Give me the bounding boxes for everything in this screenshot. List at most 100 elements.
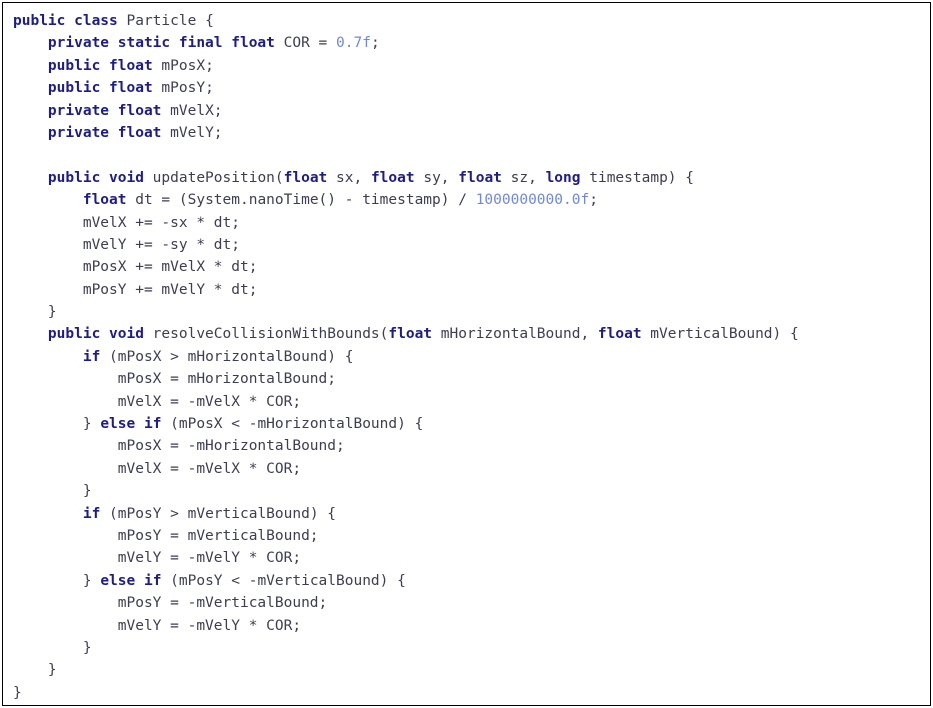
code-token-plain: mPosY += mVelY * dt; bbox=[13, 281, 258, 298]
code-line: private float mVelX; bbox=[13, 100, 926, 122]
code-token-plain: updatePosition( bbox=[143, 169, 284, 186]
code-token-plain: } bbox=[13, 639, 92, 656]
code-token-plain bbox=[13, 35, 48, 51]
code-token-plain: sx, bbox=[327, 169, 371, 186]
code-token-plain: sz, bbox=[501, 169, 546, 186]
code-token-keyword: if bbox=[82, 348, 101, 365]
code-line: mPosY = mVerticalBound; bbox=[13, 525, 926, 547]
code-block: public class Particle { private static f… bbox=[13, 10, 926, 704]
code-line: } bbox=[13, 480, 926, 502]
code-token-plain: timestamp) { bbox=[580, 169, 694, 186]
code-token-plain: (mPosX < -mHorizontalBound) { bbox=[161, 416, 424, 433]
code-token-plain: mVelY += -sy * dt; bbox=[13, 236, 240, 253]
code-token-keyword: else if bbox=[100, 572, 162, 589]
code-token-keyword: public class bbox=[13, 13, 118, 29]
code-token-plain: mVerticalBound) { bbox=[641, 326, 799, 343]
code-token-plain: } bbox=[13, 483, 92, 500]
code-token-plain: mVelX += -sx * dt; bbox=[13, 214, 240, 231]
code-line: mPosX = -mHorizontalBound; bbox=[13, 435, 926, 457]
code-token-keyword: else if bbox=[100, 416, 162, 433]
code-token-plain: mPosY = mVerticalBound; bbox=[13, 527, 319, 544]
code-line: mVelX += -sx * dt; bbox=[13, 212, 926, 234]
code-token-keyword: public float bbox=[47, 57, 153, 74]
code-token-keyword: float bbox=[283, 169, 328, 186]
code-token-plain: mHorizontalBound, bbox=[432, 326, 598, 343]
code-line: if (mPosX > mHorizontalBound) { bbox=[13, 346, 926, 368]
code-token-plain: (mPosY > mVerticalBound) { bbox=[100, 505, 337, 522]
code-token-plain: (mPosX > mHorizontalBound) { bbox=[100, 348, 354, 365]
code-token-plain: mVelY; bbox=[161, 124, 223, 141]
code-token-plain: mPosX = mHorizontalBound; bbox=[13, 371, 337, 388]
code-line: private float mVelY; bbox=[13, 122, 926, 144]
code-line: mPosX += mVelX * dt; bbox=[13, 256, 926, 278]
code-token-plain: } bbox=[13, 304, 57, 321]
code-token-plain: mPosY; bbox=[152, 80, 214, 97]
code-token-number: 0.7f bbox=[336, 35, 371, 52]
code-token-keyword: float bbox=[388, 326, 433, 343]
code-token-plain: mVelY = -mVelY * COR; bbox=[13, 617, 302, 634]
code-token-keyword: float bbox=[458, 169, 502, 186]
code-token-plain: mVelY = -mVelY * COR; bbox=[13, 550, 302, 567]
code-token-plain: Particle { bbox=[117, 13, 214, 29]
code-token-plain bbox=[13, 349, 83, 365]
code-token-plain: mVelX = -mVelX * COR; bbox=[13, 460, 302, 477]
code-token-plain: resolveCollisionWithBounds( bbox=[143, 326, 389, 343]
code-token-plain: } bbox=[13, 684, 22, 701]
code-token-keyword: if bbox=[82, 505, 101, 522]
code-token-plain: sy, bbox=[414, 169, 459, 186]
code-token-plain bbox=[13, 506, 83, 522]
code-token-keyword: public void bbox=[47, 326, 144, 343]
code-line: public float mPosY; bbox=[13, 77, 926, 99]
code-line: if (mPosY > mVerticalBound) { bbox=[13, 503, 926, 525]
code-token-plain: COR = bbox=[274, 35, 337, 52]
code-token-plain bbox=[13, 103, 48, 119]
code-token-keyword: long bbox=[545, 169, 581, 186]
code-line: mVelY += -sy * dt; bbox=[13, 234, 926, 256]
code-line: } bbox=[13, 637, 926, 659]
code-line: } bbox=[13, 301, 926, 323]
code-token-plain: mVelX = -mVelX * COR; bbox=[13, 393, 302, 410]
code-token-plain: mPosX; bbox=[152, 57, 214, 74]
code-token-plain bbox=[13, 170, 48, 186]
code-token-plain bbox=[13, 58, 48, 74]
code-token-plain: } bbox=[13, 662, 57, 679]
code-token-plain bbox=[13, 80, 48, 96]
code-line bbox=[13, 144, 926, 166]
code-token-plain bbox=[13, 326, 48, 342]
code-line: } bbox=[13, 659, 926, 681]
code-token-plain: mPosX += mVelX * dt; bbox=[13, 259, 258, 276]
code-token-number: 1000000000.0f bbox=[475, 192, 590, 209]
code-line: float dt = (System.nanoTime() - timestam… bbox=[13, 189, 926, 211]
code-line: mVelY = -mVelY * COR; bbox=[13, 547, 926, 569]
code-line: public float mPosX; bbox=[13, 55, 926, 77]
code-token-keyword: float bbox=[597, 326, 642, 343]
code-token-plain: mVelX; bbox=[161, 102, 223, 119]
code-line: mVelY = -mVelY * COR; bbox=[13, 615, 926, 637]
code-line: } else if (mPosY < -mVerticalBound) { bbox=[13, 570, 926, 592]
code-line: mPosX = mHorizontalBound; bbox=[13, 368, 926, 390]
code-token-keyword: float bbox=[370, 169, 415, 186]
code-token-plain: ; bbox=[370, 35, 380, 52]
code-token-keyword: public float bbox=[47, 80, 153, 97]
code-token-plain: mPosX = -mHorizontalBound; bbox=[13, 438, 345, 455]
code-line: } bbox=[13, 682, 926, 704]
code-token-plain: dt = (System.nanoTime() - timestamp) / bbox=[126, 192, 476, 209]
code-token-keyword: private float bbox=[47, 124, 162, 141]
code-token-keyword: private static final float bbox=[47, 35, 275, 52]
code-line: public void resolveCollisionWithBounds(f… bbox=[13, 323, 926, 345]
code-token-plain: } bbox=[13, 572, 101, 589]
code-token-keyword: private float bbox=[47, 102, 162, 119]
code-token-plain bbox=[13, 125, 48, 141]
code-line: mPosY += mVelY * dt; bbox=[13, 279, 926, 301]
code-line: private static final float COR = 0.7f; bbox=[13, 32, 926, 54]
code-line: mPosY = -mVerticalBound; bbox=[13, 592, 926, 614]
code-line: mVelX = -mVelX * COR; bbox=[13, 458, 926, 480]
code-line: mVelX = -mVelX * COR; bbox=[13, 391, 926, 413]
code-token-plain: (mPosY < -mVerticalBound) { bbox=[161, 572, 406, 589]
code-line: } else if (mPosX < -mHorizontalBound) { bbox=[13, 413, 926, 435]
code-line: public class Particle { bbox=[13, 10, 926, 32]
code-token-keyword: float bbox=[82, 192, 127, 209]
code-token-plain: } bbox=[13, 416, 101, 433]
code-line: public void updatePosition(float sx, flo… bbox=[13, 167, 926, 189]
